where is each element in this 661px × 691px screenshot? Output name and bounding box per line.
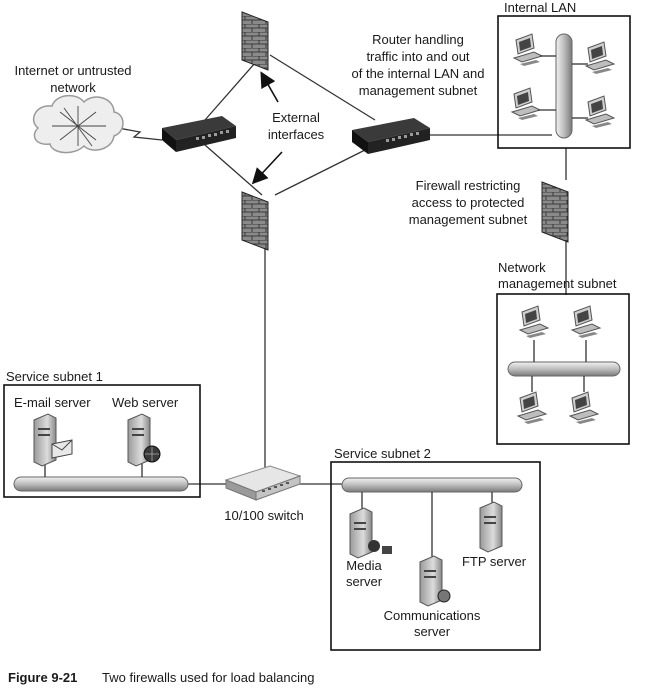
subnet1-backbone: [13, 476, 189, 492]
firewall-desc-line1: Firewall restricting: [416, 178, 521, 193]
email-server-icon: [33, 413, 73, 467]
network-mgmt-line1: Network: [498, 260, 546, 275]
workstation-icon: [510, 87, 542, 120]
external-interfaces-line2: interfaces: [268, 127, 325, 142]
firewall-icon: [541, 181, 569, 243]
switch-icon: [224, 465, 302, 501]
workstation-icon: [518, 305, 550, 338]
web-server-label: Web server: [112, 395, 179, 410]
router-desc-line3: of the internal LAN and: [352, 66, 485, 81]
internal-lan-box: [497, 15, 631, 149]
router-icon: [352, 118, 430, 154]
service-subnet-2-box: [330, 461, 541, 651]
firewall-icon: [241, 191, 269, 251]
service-subnet-1-label: Service subnet 1: [6, 369, 103, 384]
workstation-icon: [516, 391, 548, 424]
firewall-desc-line3: management subnet: [409, 212, 528, 227]
router-desc-line2: traffic into and out: [366, 49, 469, 64]
media-server-icon: [349, 507, 392, 559]
connections: [117, 54, 567, 485]
network-mgmt-line2: management subnet: [498, 276, 617, 291]
ftp-server-icon: [479, 501, 503, 553]
router-icon: [162, 116, 236, 152]
ftp-server-label: FTP server: [462, 554, 527, 569]
external-interfaces-line1: External: [272, 110, 320, 125]
workstation-icon: [584, 41, 616, 74]
comm-server-line1: Communications: [384, 608, 481, 623]
media-server-line1: Media: [346, 558, 382, 573]
management-subnet-box: [496, 293, 630, 445]
comm-server-line2: server: [414, 624, 451, 639]
workstation-icon: [570, 305, 602, 338]
firewall-desc-line2: access to protected: [412, 195, 525, 210]
internet-cloud-icon: [32, 94, 124, 154]
router-desc-line1: Router handling: [372, 32, 464, 47]
figure-caption: Two firewalls used for load balancing: [102, 670, 314, 685]
service-subnet-1-box: [3, 384, 201, 498]
lan-backbone: [555, 33, 573, 139]
firewall-icon: [241, 11, 269, 71]
subnet2-backbone: [341, 477, 523, 493]
mgmt-backbone: [507, 361, 621, 377]
media-server-line2: server: [346, 574, 383, 589]
communications-server-icon: [419, 555, 451, 607]
internet-label-line2: network: [50, 80, 96, 95]
workstation-icon: [512, 33, 544, 66]
email-server-label: E-mail server: [14, 395, 91, 410]
workstation-icon: [568, 391, 600, 424]
internet-label-line1: Internet or untrusted: [14, 63, 131, 78]
switch-label: 10/100 switch: [224, 508, 304, 523]
figure-number: Figure 9-21: [8, 670, 77, 685]
internal-lan-label: Internal LAN: [504, 0, 576, 15]
service-subnet-2-label: Service subnet 2: [334, 446, 431, 461]
router-desc-line4: management subnet: [359, 83, 478, 98]
workstation-icon: [584, 95, 616, 128]
web-server-icon: [127, 413, 161, 467]
